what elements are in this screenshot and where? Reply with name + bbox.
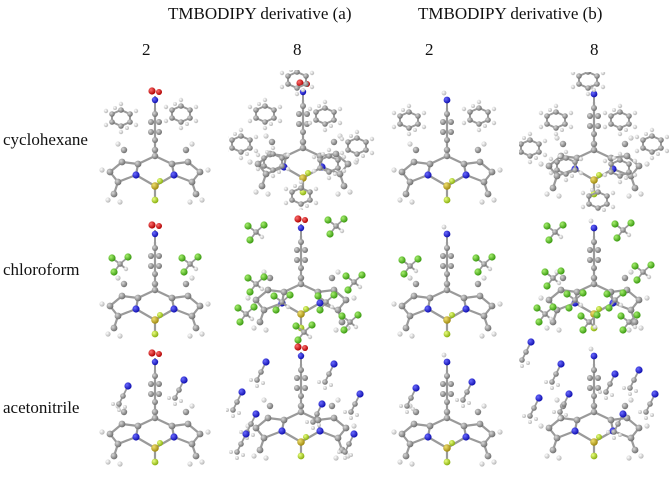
structure-a-2-cyclohexane (80, 78, 230, 218)
header-derivative-a: TMBODIPY derivative (a) (168, 4, 352, 23)
header-derivative-b: TMBODIPY derivative (b) (418, 4, 603, 23)
count-b-8: 8 (590, 40, 599, 59)
structure-a-8-chloroform (226, 206, 376, 346)
row-label-cyclohexane: cyclohexane (3, 130, 88, 149)
count-a-2: 2 (142, 40, 151, 59)
structure-b-8-acetonitrile (513, 334, 669, 474)
count-b-2: 2 (425, 40, 434, 59)
structure-b-2-chloroform (372, 212, 522, 352)
row-label-chloroform: chloroform (3, 260, 80, 279)
structure-b-8-chloroform (519, 206, 669, 346)
structure-b-2-cyclohexane (372, 78, 522, 218)
count-a-8: 8 (293, 40, 302, 59)
structure-a-2-acetonitrile (80, 340, 230, 480)
structure-a-8-cyclohexane (222, 62, 378, 214)
structure-b-8-cyclohexane (511, 62, 669, 218)
structure-a-2-chloroform (80, 212, 230, 352)
structure-b-2-acetonitrile (372, 340, 522, 480)
row-label-acetonitrile: acetonitrile (3, 398, 80, 417)
structure-a-8-acetonitrile (224, 334, 376, 474)
